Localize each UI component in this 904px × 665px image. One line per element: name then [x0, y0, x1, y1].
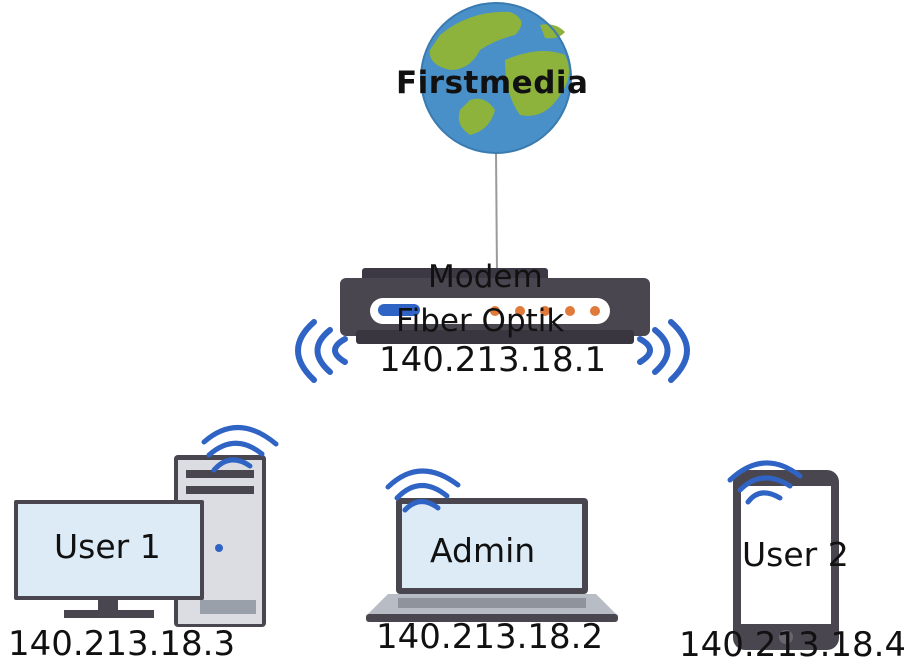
tower-wifi-icon [201, 425, 279, 473]
internet-label: Firstmedia [396, 65, 589, 101]
modem-ip: 140.213.18.1 [379, 340, 607, 380]
user1-label: User 1 [54, 527, 161, 566]
phone-icon [733, 470, 839, 650]
internet-modem-link [495, 149, 498, 276]
user2-label: User 2 [742, 535, 849, 574]
modem-label-line1: Modem [428, 259, 543, 295]
laptop-wifi-icon [385, 468, 461, 513]
admin-label: Admin [430, 531, 536, 570]
admin-ip: 140.213.18.2 [376, 617, 604, 657]
user2-ip: 140.213.18.4 [679, 625, 904, 665]
globe-icon [420, 2, 572, 154]
wifi-right-icon [637, 319, 690, 383]
wifi-left-icon [295, 319, 348, 383]
modem-icon [340, 268, 650, 344]
laptop-icon [366, 498, 618, 622]
desktop-tower-icon [174, 455, 266, 627]
modem-label-line2: Fiber Optik [396, 303, 565, 339]
phone-wifi-icon [727, 460, 803, 505]
user1-ip: 140.213.18.3 [8, 624, 236, 664]
desktop-monitor-icon [14, 500, 204, 618]
